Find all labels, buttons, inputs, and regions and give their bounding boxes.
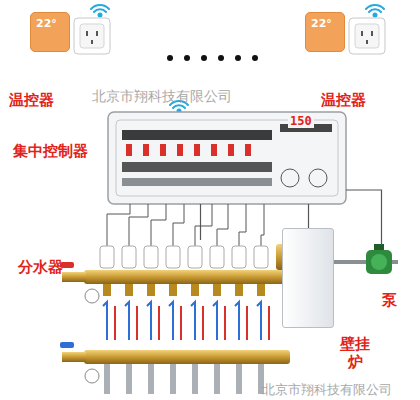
pump [334,244,398,274]
control-wire [107,204,264,246]
thermostat: 22°温控器 [30,12,70,52]
device-label: 分水器 [18,258,63,276]
controller-body [108,112,346,204]
watermark: 北京市翔科技有限公司 [92,88,232,105]
manifold: 分水器 [78,240,292,390]
device-label: 温控器 [321,91,366,109]
control-wire [200,204,201,240]
pump: 泵 [362,245,400,279]
device-label: 壁挂炉 [339,335,371,371]
display-reading: 22° [36,17,57,30]
watermark: 北京市翔科技有限公司 [262,382,392,398]
control-wire [346,190,382,245]
display-reading: 22° [311,17,332,30]
device-label: 温控器 [9,91,54,109]
wall-boiler: 壁挂炉 [282,228,334,328]
device-label: 集中控制器 [13,142,88,160]
thermostat: 22°温控器 [305,12,345,52]
ellipsis-dots [167,55,258,61]
manifold [60,244,290,394]
display-reading: 150 [288,114,314,128]
control-wire [308,204,309,228]
wifi-icon [91,5,384,113]
device-label: 泵 [382,291,397,309]
central-controller: 150集中控制器 [108,112,346,204]
